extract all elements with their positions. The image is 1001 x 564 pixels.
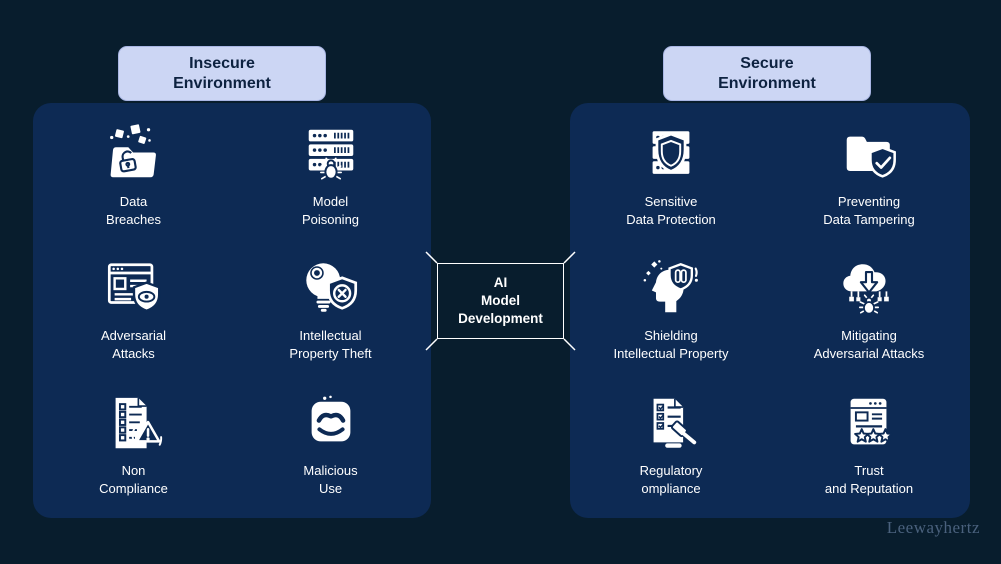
server-bug-icon — [300, 123, 362, 185]
folder-shield-check-icon — [838, 123, 900, 185]
cloud-arrow-bug-icon — [838, 257, 900, 319]
item-shielding-intellectual-property: Shielding Intellectual Property — [572, 243, 770, 377]
item-label: Shielding Intellectual Property — [613, 328, 729, 362]
item-label: Mitigating Adversarial Attacks — [813, 328, 925, 362]
server-shield-icon — [640, 123, 702, 185]
item-adversarial-attacks: Adversarial Attacks — [35, 243, 232, 377]
item-malicious-use: Malicious Use — [232, 378, 429, 512]
brand-watermark: Leewayhertz — [886, 518, 980, 537]
head-shield-icon — [640, 257, 702, 319]
item-mitigating-adversarial-attacks: Mitigating Adversarial Attacks — [770, 243, 968, 377]
item-data-breaches: Data Breaches — [35, 109, 232, 243]
item-regulatory-compliance: Regulatory ompliance — [572, 378, 770, 512]
item-label: Adversarial Attacks — [100, 328, 167, 362]
center-box-corner-ticks — [425, 251, 576, 351]
item-label: Intellectual Property Theft — [289, 328, 372, 362]
evil-face-icon — [300, 392, 362, 454]
document-gavel-icon — [640, 392, 702, 454]
browser-eye-shield-icon — [103, 257, 165, 319]
item-label: Non Compliance — [99, 462, 168, 496]
item-label: Trust and Reputation — [824, 462, 914, 496]
insecure-environment-header: Insecure Environment — [118, 46, 326, 101]
ai-model-development-box: AI Model Development — [437, 263, 564, 339]
secure-environment-header: Secure Environment — [663, 46, 871, 101]
item-label: Regulatory ompliance — [639, 462, 703, 496]
item-label: Sensitive Data Protection — [626, 193, 716, 228]
item-intellectual-property-theft: Intellectual Property Theft — [232, 243, 429, 377]
item-label: Malicious Use — [303, 462, 358, 496]
item-model-poisoning: Model Poisoning — [232, 109, 429, 243]
bulb-shield-x-icon — [300, 257, 362, 319]
browser-stars-icon — [838, 392, 900, 454]
secure-panel: Sensitive Data Protection Preventing Dat… — [570, 103, 970, 518]
item-trust-and-reputation: Trust and Reputation — [770, 378, 968, 512]
data-breach-folder-icon — [103, 123, 165, 185]
checklist-warning-icon — [103, 392, 165, 454]
item-non-compliance: Non Compliance — [35, 378, 232, 512]
item-label: Data Breaches — [106, 193, 161, 228]
item-label: Preventing Data Tampering — [823, 193, 915, 228]
item-preventing-data-tampering: Preventing Data Tampering — [770, 109, 968, 243]
item-sensitive-data-protection: Sensitive Data Protection — [572, 109, 770, 243]
insecure-panel: Data Breaches Model Poisoning Adversaria… — [33, 103, 431, 518]
item-label: Model Poisoning — [301, 193, 360, 228]
